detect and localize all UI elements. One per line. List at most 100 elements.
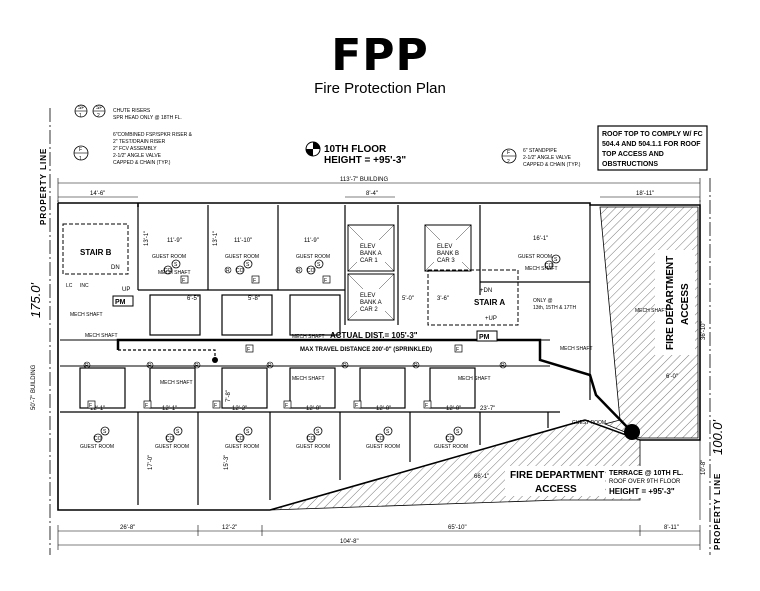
dim-room-2: 11'-10" — [234, 238, 252, 244]
dim-v-6-5: 6'-5" — [187, 296, 199, 302]
r-3: R — [195, 363, 199, 369]
mech-shaft-8: MECH SHAFT — [560, 346, 593, 352]
property-line-label-right: PROPERTY LINE — [713, 473, 722, 550]
r-9: R — [297, 268, 301, 274]
legend-f2-letter: F — [507, 150, 510, 156]
f-11: F — [456, 347, 459, 353]
dim-left-building: 50'-7" BUILDING — [31, 364, 37, 410]
stair-b — [62, 223, 129, 275]
guest-room-u3: GUEST ROOM — [296, 254, 330, 260]
stair-a-up: +UP — [485, 316, 497, 322]
stair-a-label: STAIR A — [474, 298, 505, 307]
guest-room-u1: GUEST ROOM — [152, 254, 186, 260]
f-10: F — [247, 347, 250, 353]
guest-room-l5: GUEST ROOM — [366, 444, 400, 450]
top-dimensions — [57, 178, 701, 202]
mech-shaft-9: MECH SHAFT — [635, 308, 668, 314]
legend-f2-line3: CAPPED & CHAIN (TYP.) — [523, 162, 581, 168]
f-8: F — [355, 403, 358, 409]
f-9: F — [425, 403, 428, 409]
dim-bottom-2: 12'-2" — [222, 525, 237, 531]
dim-v-7-8: 7'-8" — [226, 390, 232, 402]
dim-row-6: 12'-0" — [446, 406, 461, 412]
page-subtitle: Fire Protection Plan — [314, 80, 446, 97]
roof-note: ROOF TOP TO COMPLY W/ FC 504.4 AND 504.1… — [597, 125, 708, 171]
s-6: S — [176, 429, 180, 435]
co-7: CO — [236, 436, 244, 442]
s-3: S — [317, 262, 321, 268]
f-7: F — [285, 403, 288, 409]
elev-a1-1: ELEV — [360, 244, 375, 250]
terrace-3: HEIGHT = +95'-3" — [609, 487, 675, 496]
dim-row-2: 12'-1" — [162, 406, 177, 412]
co-8: CO — [307, 436, 315, 442]
legend-sp1: SP — [78, 105, 85, 111]
elev-a2-2: BANK A — [360, 300, 382, 306]
fire-access-bottom-2: ACCESS — [535, 484, 577, 495]
travel-start — [212, 357, 218, 363]
elev-a1-2: BANK A — [360, 251, 382, 257]
elev-a1-3: CAR 1 — [360, 258, 378, 264]
co-9: CO — [376, 436, 384, 442]
f-4: F — [89, 403, 92, 409]
legend-sp-line1: CHUTE RISERS — [113, 108, 151, 114]
page-title: FPP — [331, 30, 429, 81]
dim-top-left: 14'-6" — [90, 191, 105, 197]
dim-row-1: 12'-1" — [90, 406, 105, 412]
legend-f-letter: F — [79, 147, 82, 153]
floor-height: HEIGHT = +95'-3" — [324, 155, 406, 166]
legend-f-line5: CAPPED & CHAIN (TYP.) — [113, 160, 171, 166]
dim-right-36: 36'-10" — [701, 321, 707, 340]
f-5: F — [145, 403, 148, 409]
s-7: S — [246, 429, 250, 435]
dim-bottom-1: 26'-8" — [120, 525, 135, 531]
legend-sp2-sub: 2 — [97, 113, 100, 119]
only-note-2: 13th, 15TH & 17TH — [533, 305, 576, 311]
f-2: F — [253, 278, 256, 284]
dim-right-10: 10'-8" — [701, 460, 707, 475]
dim-v-13-1b: 13'-1" — [213, 231, 219, 246]
r-7: R — [501, 363, 505, 369]
mech-shaft-1: MECH SHAFT — [158, 270, 191, 276]
legend-sp1-sub: 1 — [79, 113, 82, 119]
fire-access-right-2: ACCESS — [680, 283, 691, 325]
s-1: S — [174, 262, 178, 268]
r-symbols — [83, 266, 507, 369]
co-3: CO — [307, 268, 315, 274]
dim-row-5: 12'-0" — [376, 406, 391, 412]
co-10: CO — [446, 436, 454, 442]
guest-room-u2: GUEST ROOM — [225, 254, 259, 260]
dim-v-5-0: 5'-0" — [402, 296, 414, 302]
legend-f-line3: 2" FCV ASSEMBLY — [113, 146, 157, 152]
actual-distance: ACTUAL DIST.= 105'-3" — [330, 331, 418, 340]
dim-room-4: 16'-1" — [533, 236, 548, 242]
dim-terrace-6: 6'-0" — [666, 374, 678, 380]
s-8: S — [316, 429, 320, 435]
legend-f-num: 1 — [79, 156, 82, 162]
property-line-label-left: PROPERTY LINE — [39, 148, 48, 225]
elev-a2-3: CAR 2 — [360, 307, 378, 313]
stair-b-dn: DN — [111, 265, 120, 271]
roof-note-line1: ROOF TOP TO COMPLY W/ FC — [602, 131, 703, 138]
legend-sp-line2: SPR HEAD ONLY @ 18TH FL. — [113, 115, 182, 121]
property-dim-left: 175.0' — [28, 282, 43, 318]
guest-room-l3: GUEST ROOM — [225, 444, 259, 450]
dim-v-3-6: 3'-6" — [437, 296, 449, 302]
dim-row-4: 12'-0" — [306, 406, 321, 412]
legend-f2-line1: 6" STANDPIPE — [523, 148, 558, 154]
f-1: F — [182, 278, 185, 284]
dim-room-3: 11'-9" — [304, 238, 319, 244]
legend-f2-num: 2 — [507, 159, 510, 165]
floor-height-marker: 10TH FLOOR HEIGHT = +95'-3" — [305, 141, 406, 166]
max-travel: MAX TRAVEL DISTANCE 200'-0" (SPRINKLED) — [300, 347, 432, 353]
dim-v-15-3: 15'-3" — [224, 455, 230, 470]
pm-marker-left: PM — [115, 299, 126, 306]
floor-name: 10TH FLOOR — [324, 144, 387, 155]
guest-room-l1: GUEST ROOM — [80, 444, 114, 450]
roof-note-line3: TOP ACCESS AND — [602, 151, 664, 158]
fire-access-bottom-1: FIRE DEPARTMENT — [510, 470, 604, 481]
legend-f-line2: 2" TEST/DRAIN RISER — [113, 139, 166, 145]
r-5: R — [343, 363, 347, 369]
r-8: R — [226, 268, 230, 274]
property-lines: PROPERTY LINE PROPERTY LINE 175.0' 100.0… — [28, 108, 725, 555]
